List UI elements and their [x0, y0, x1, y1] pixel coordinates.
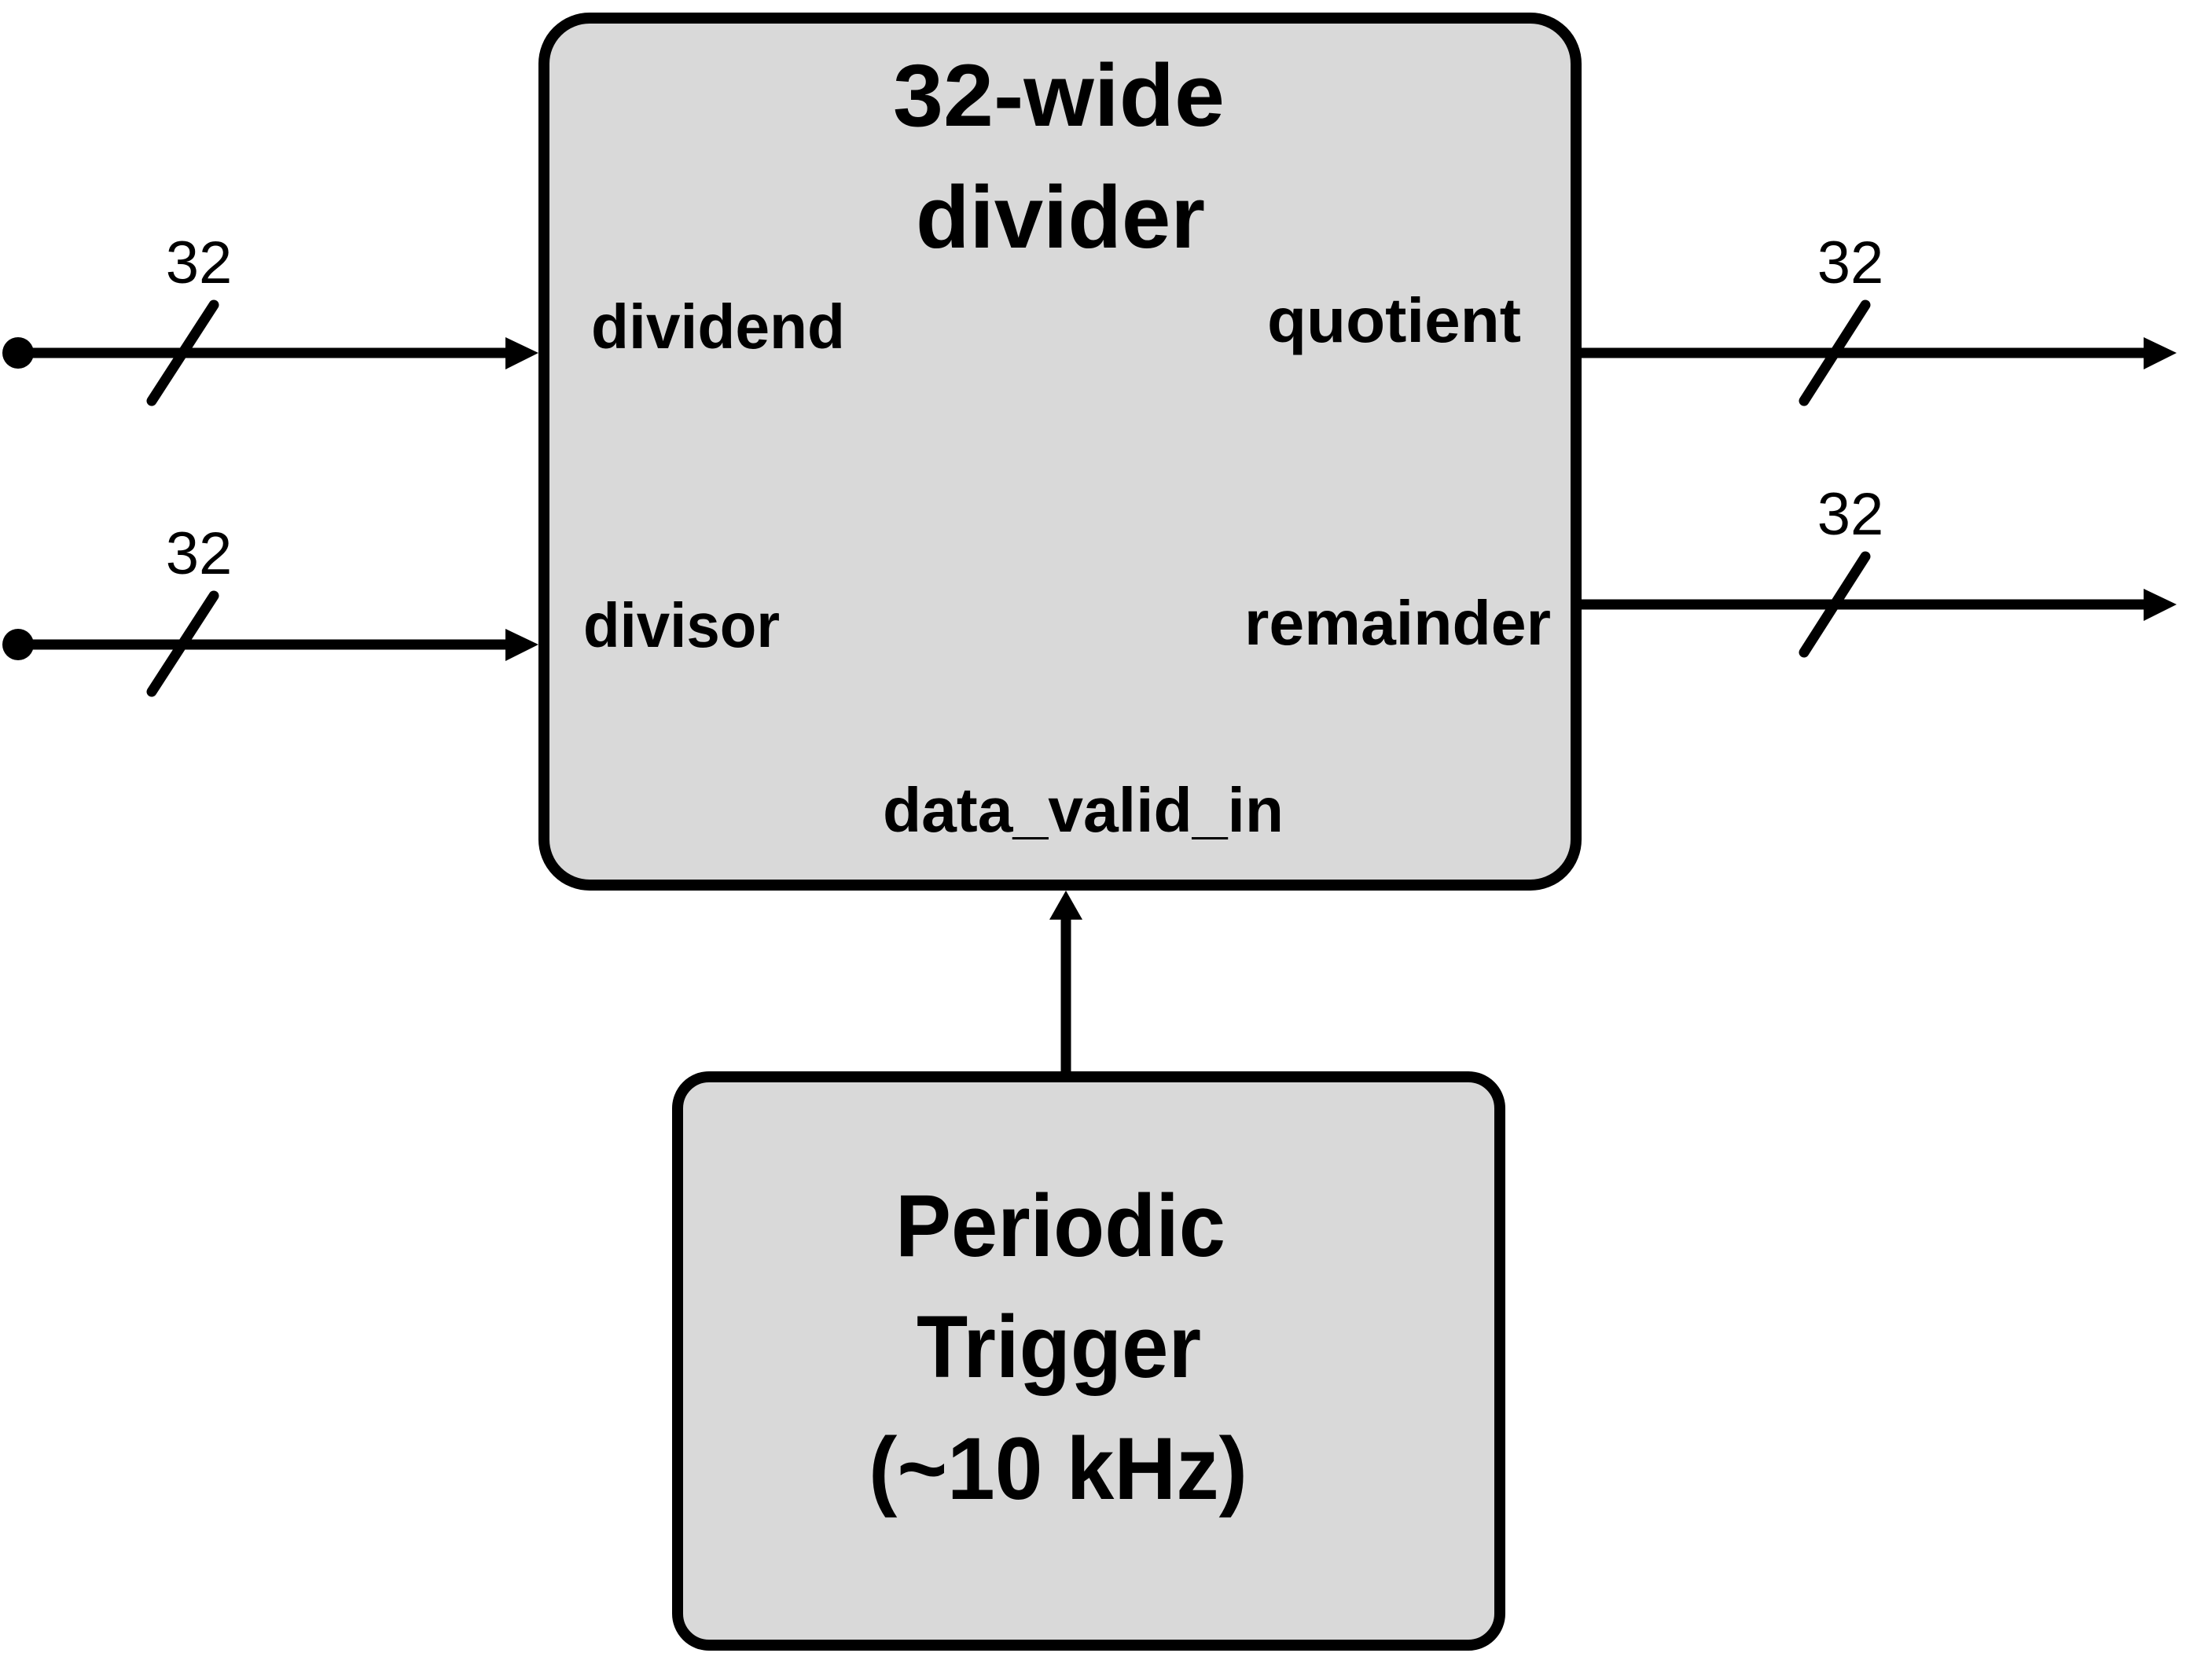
port-label-remainder: remainder — [1244, 588, 1551, 658]
dividend-bus-width: 32 — [166, 230, 233, 296]
data-valid-wire — [1049, 891, 1082, 1072]
quotient-bus-slash-icon — [1799, 299, 1871, 406]
divider-block-box — [538, 13, 1582, 891]
divider-block: 32-wide divider dividend divisor quotien… — [538, 13, 1582, 891]
divider-title-line2: divider — [916, 168, 1205, 266]
divisor-bus-width: 32 — [166, 520, 233, 587]
remainder-output-wire: 32 — [1582, 481, 2177, 658]
quotient-output-wire: 32 — [1582, 230, 2177, 406]
remainder-bus-slash-icon — [1799, 551, 1871, 658]
divisor-input-wire: 32 — [2, 520, 538, 697]
port-label-divisor: divisor — [583, 590, 780, 660]
dividend-bus-slash-icon — [146, 299, 219, 406]
trigger-label-line3: (~10 kHz) — [869, 1420, 1247, 1518]
port-label-dividend: dividend — [591, 292, 845, 362]
divisor-bus-slash-icon — [146, 590, 219, 697]
dividend-input-wire: 32 — [2, 230, 538, 406]
trigger-block: Periodic Trigger (~10 kHz) — [672, 1071, 1505, 1651]
data-valid-arrowhead-icon — [1049, 891, 1082, 920]
divider-title-line1: 32-wide — [893, 46, 1225, 145]
remainder-arrowhead-icon — [2144, 589, 2177, 621]
quotient-bus-width: 32 — [1817, 230, 1884, 296]
port-label-quotient: quotient — [1267, 285, 1521, 355]
quotient-arrowhead-icon — [2144, 337, 2177, 369]
trigger-block-box — [672, 1071, 1505, 1651]
port-label-data-valid-in: data_valid_in — [883, 775, 1284, 845]
trigger-label-line2: Trigger — [917, 1298, 1201, 1396]
divisor-arrowhead-icon — [505, 629, 538, 661]
trigger-label-line1: Periodic — [895, 1177, 1225, 1275]
remainder-bus-width: 32 — [1817, 481, 1884, 548]
dividend-arrowhead-icon — [505, 337, 538, 369]
